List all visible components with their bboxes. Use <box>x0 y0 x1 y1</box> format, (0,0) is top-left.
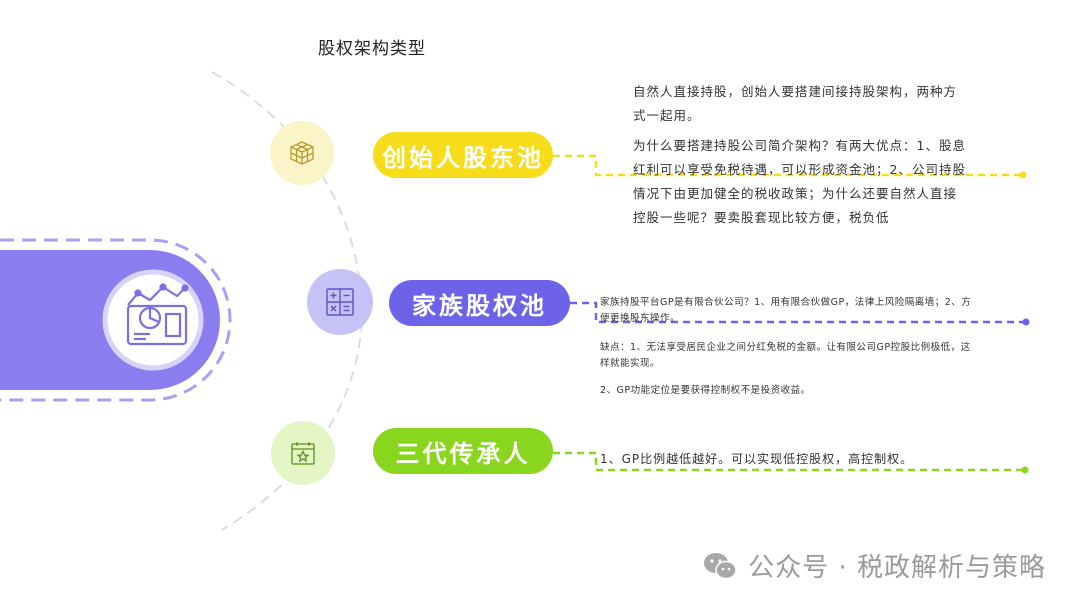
calendar-star-icon <box>291 442 315 465</box>
chart-report-icon <box>126 283 189 346</box>
founder-note-1: 自然人直接持股，创始人要搭建间接持股架构，两种方式一起用。 <box>633 84 958 123</box>
watermark: 公众号 · 税政解析与策略 <box>702 547 1046 584</box>
heir-note-1: 1、GP比例越低越好。可以实现低控股权，高控制权。 <box>600 452 914 466</box>
calculator-icon <box>326 288 354 316</box>
branch-founder-label: 创始人股东池 <box>382 143 544 172</box>
founder-connector <box>553 154 1023 177</box>
family-note-3: 2、GP功能定位是要获得控制权不是投资收益。 <box>600 385 811 396</box>
heir-connector <box>553 451 1025 472</box>
branch-family-label: 家族股权池 <box>412 291 547 320</box>
branch-heir[interactable]: 三代传承人 <box>373 428 553 474</box>
family-note-1: 家族持股平台GP是有限合伙公司？1、用有限合伙做GP，法律上风险隔离墙；2、方便… <box>600 297 972 324</box>
family-icon-circle <box>307 269 373 335</box>
founder-connector-dot <box>1019 171 1027 179</box>
founder-icon-circle <box>270 121 334 185</box>
branch-heir-label: 三代传承人 <box>395 439 531 468</box>
cube-icon <box>290 141 314 165</box>
heir-connector-dot <box>1021 466 1029 474</box>
branch-family-pool[interactable]: 家族股权池 <box>389 280 570 326</box>
watermark-text: 公众号 · 税政解析与策略 <box>748 553 1046 583</box>
family-note-2: 缺点：1、无法享受居民企业之间分红免税的金额。让有限公司GP控股比例极低，这样就… <box>600 342 971 369</box>
diagram-title: 股权架构类型 <box>318 39 426 59</box>
heir-icon-circle <box>271 421 335 485</box>
branch-founder-pool[interactable]: 创始人股东池 <box>373 132 553 178</box>
founder-note-2: 为什么要搭建持股公司简介架构？有两大优点：1、股息红利可以享受免税待遇，可以形成… <box>633 138 966 225</box>
family-connector-dot <box>1022 318 1030 326</box>
family-connector <box>570 301 1026 324</box>
center-outer-dash <box>0 238 232 402</box>
wechat-icon <box>704 552 737 579</box>
